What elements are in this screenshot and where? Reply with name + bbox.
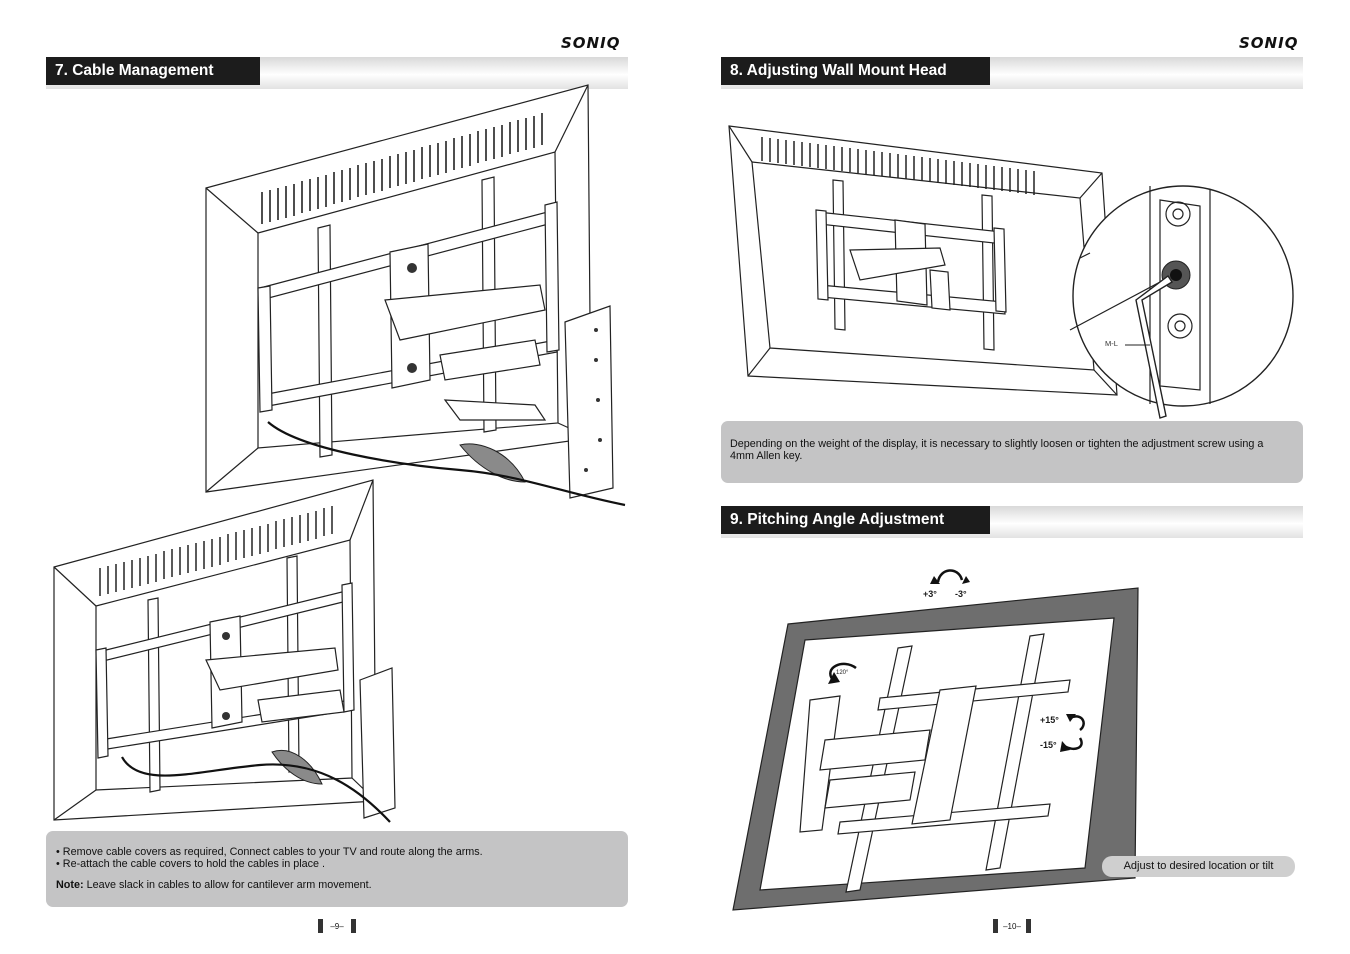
tilt-minus-label: -3° — [955, 589, 967, 599]
section-7-title: 7. Cable Management — [46, 57, 260, 85]
section-9-header: 9. Pitching Angle Adjustment — [721, 506, 1303, 538]
detail-magnifier — [1072, 185, 1294, 407]
section-8-text: Depending on the weight of the display, … — [730, 438, 1264, 462]
adjust-hint-label: Adjust to desired location or tilt — [1102, 856, 1295, 877]
swivel-label: 120° — [836, 670, 849, 676]
note-text: Leave slack in cables to allow for canti… — [83, 879, 372, 891]
section-8-title: 8. Adjusting Wall Mount Head — [721, 57, 990, 85]
brand-logo-right: SONIQ — [1239, 34, 1299, 52]
vent-slots-top — [261, 113, 543, 224]
brand-logo-left: SONIQ — [561, 34, 621, 52]
instruction-line-1: • Remove cable covers as required, Conne… — [56, 846, 483, 858]
note-label: Note: — [56, 879, 84, 891]
mount-rails-top — [257, 176, 614, 499]
pitch-minus-label: -15° — [1040, 740, 1057, 750]
section-8-header: 8. Adjusting Wall Mount Head — [721, 57, 1303, 89]
page-number-left: –9– — [318, 919, 356, 933]
section-7-header: 7. Cable Management — [46, 57, 628, 89]
vent-slots-bottom — [99, 506, 333, 596]
section-9-title: 9. Pitching Angle Adjustment — [721, 506, 990, 534]
cable-management-instructions: • Remove cable covers as required, Conne… — [46, 831, 628, 907]
pitch-plus-label: +15° — [1040, 715, 1059, 725]
section-8-instructions: Depending on the weight of the display, … — [721, 421, 1303, 483]
instruction-line-2: • Re-attach the cable covers to hold the… — [56, 858, 326, 870]
note-line: Note: Leave slack in cables to allow for… — [56, 879, 372, 891]
page-number-right: –10– — [993, 919, 1031, 933]
allen-key-callout: M-L — [1105, 339, 1118, 348]
tilt-plus-label: +3° — [923, 589, 937, 599]
